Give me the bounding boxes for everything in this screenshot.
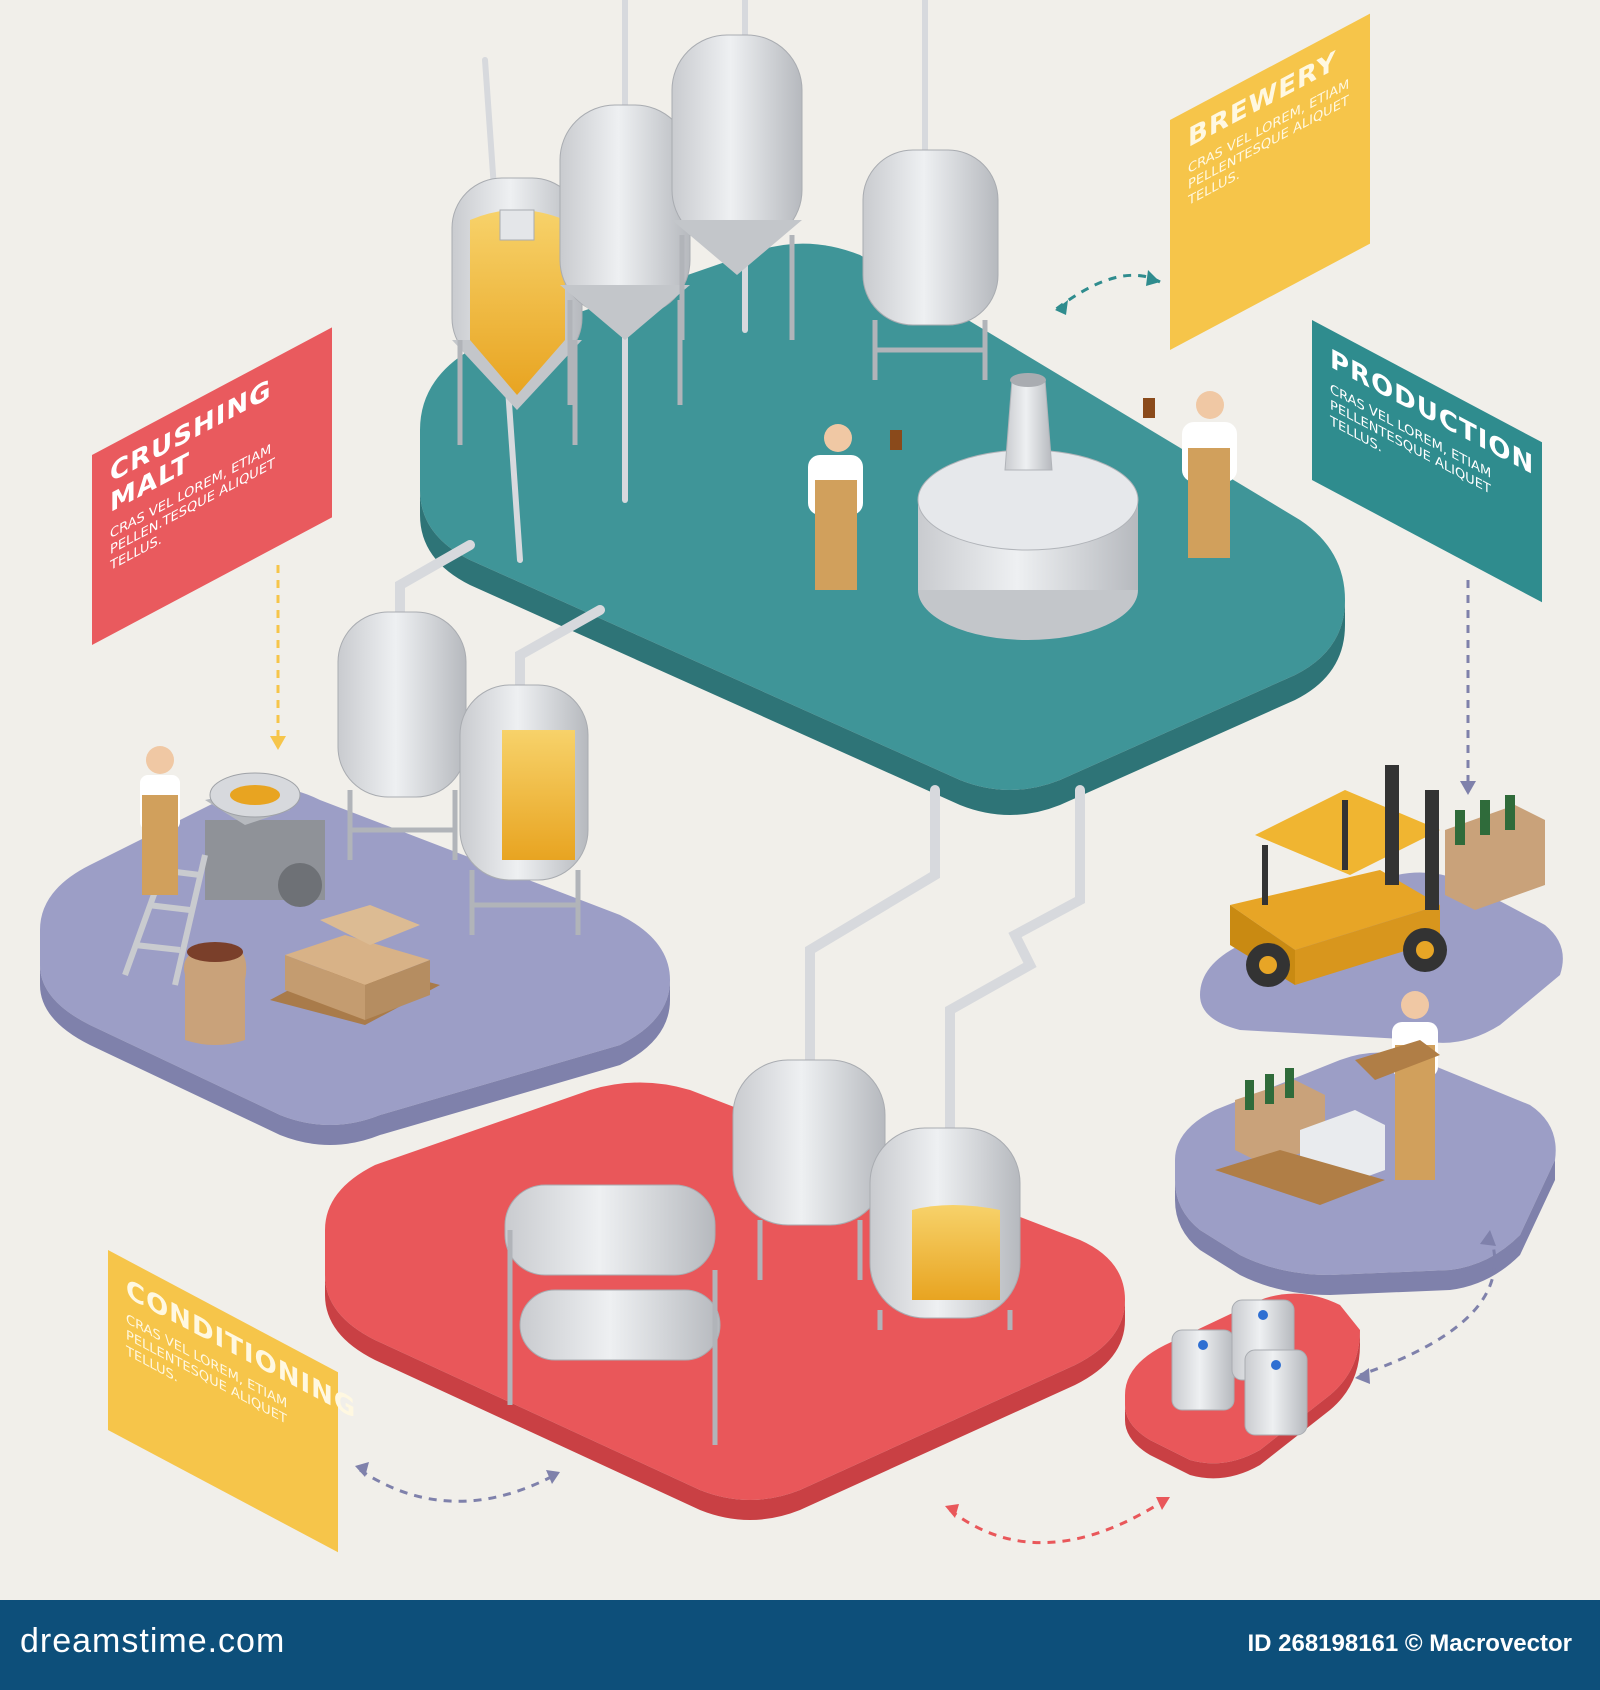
bottle-crate-icon xyxy=(1215,1068,1385,1205)
fermentation-tank-icon xyxy=(671,34,803,340)
pipe-to-mash-tank xyxy=(395,540,475,625)
arrowheads xyxy=(270,270,1496,1518)
forklift-icon xyxy=(1230,765,1447,987)
footer-bar: dreamstime.com ID 268198161 © Macrovecto… xyxy=(0,1600,1600,1690)
arrowhead xyxy=(355,1462,369,1477)
grain-sack-icon xyxy=(184,942,247,1045)
brew-kettle-icon xyxy=(917,373,1139,640)
process-arrows xyxy=(276,273,1497,1545)
arrow-conditioning xyxy=(359,1468,556,1503)
pipe-to-storage-tank xyxy=(805,785,940,1065)
footer-image-id: ID 268198161 © Macrovector xyxy=(1247,1630,1572,1657)
arrowhead xyxy=(546,1470,560,1484)
brewery-process-diagram xyxy=(40,0,1563,1545)
grain-sack-icon xyxy=(270,905,440,1025)
arrowhead xyxy=(1156,1497,1170,1510)
pipe-to-conditioning-tank xyxy=(945,785,1085,1135)
worker-icon xyxy=(808,424,902,590)
arrowhead xyxy=(1355,1368,1370,1384)
arrowhead xyxy=(1146,270,1160,286)
storage-tank-icon xyxy=(732,1059,886,1280)
worker-icon xyxy=(1355,991,1440,1180)
arrow-to-kegs xyxy=(949,1498,1166,1545)
arrowhead xyxy=(945,1504,959,1518)
fermentation-tank-icon xyxy=(559,104,691,405)
arrow-brewery xyxy=(1054,273,1161,312)
fermentation-tank-icon xyxy=(869,1127,1021,1330)
storage-tank-icon xyxy=(862,149,999,380)
brewery-platform xyxy=(420,243,1345,791)
arrowhead xyxy=(270,736,286,750)
keg-icon xyxy=(1171,1299,1308,1436)
bottle-crate-icon xyxy=(1445,795,1545,910)
arrowhead xyxy=(1055,300,1068,315)
fermentation-tank-icon xyxy=(459,684,589,935)
arrowhead xyxy=(1480,1230,1496,1246)
arrowhead xyxy=(1460,781,1476,795)
storage-tank-icon xyxy=(337,611,467,860)
worker-icon xyxy=(140,746,180,895)
worker-icon xyxy=(1143,391,1237,558)
arrow-kegs xyxy=(1359,1234,1497,1377)
storage-tank-icon xyxy=(504,1184,721,1445)
malt-mill-icon xyxy=(205,772,325,907)
footer-site-name: dreamstime.com xyxy=(20,1622,286,1660)
fermentation-tank-icon xyxy=(451,177,583,445)
